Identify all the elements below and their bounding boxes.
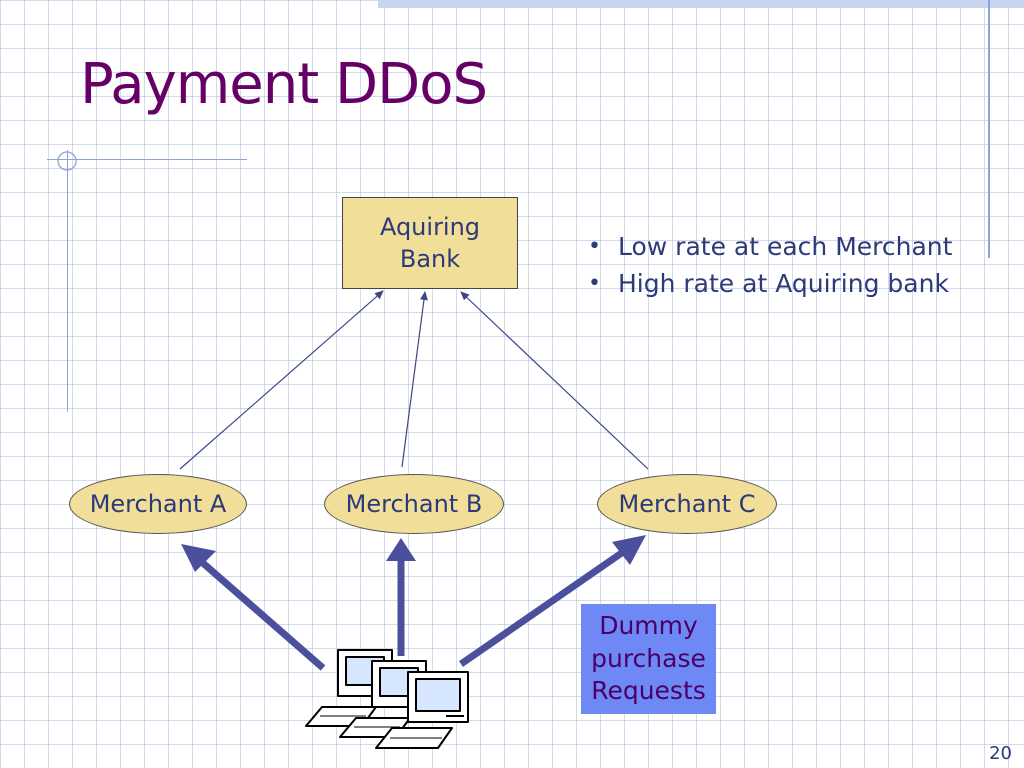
link-merchant-b-to-bank [401, 291, 428, 468]
bank-label-line1: Aquiring [379, 212, 481, 241]
bullet-dot-icon: • [588, 234, 601, 259]
merchant-b-label: Merchant B [345, 490, 483, 518]
merchant-a-label: Merchant A [89, 490, 227, 518]
dummy-requests-label-box: Dummy purchase Requests [581, 604, 716, 714]
merchant-a-node: Merchant A [69, 474, 247, 534]
networked-computers-icon [305, 649, 469, 749]
request-arrow-b-head [386, 538, 416, 561]
decorative-top-band [378, 0, 1024, 8]
computer-front [375, 671, 469, 749]
request-arrow-c-shaft [459, 547, 628, 667]
merchant-b-node: Merchant B [324, 474, 504, 534]
request-arrow-a-shaft [193, 554, 326, 671]
bullet-text: High rate at Aquiring bank [618, 269, 949, 298]
merchant-c-label: Merchant C [618, 490, 756, 518]
merchant-c-node: Merchant C [597, 474, 777, 534]
link-merchant-c-to-bank [460, 291, 649, 470]
bullet-item: • Low rate at each Merchant [588, 232, 952, 261]
acquiring-bank-node: Aquiring Bank [342, 197, 518, 289]
bullet-list: • Low rate at each Merchant • High rate … [588, 232, 952, 306]
link-merchant-a-to-bank [179, 290, 384, 470]
page-number: 20 [989, 743, 1012, 764]
decorative-crosshair-circle [57, 151, 77, 171]
request-arrow-c-head [612, 535, 646, 565]
slide-title: Payment DDoS [80, 52, 488, 117]
decorative-left-line [67, 150, 68, 412]
bullet-item: • High rate at Aquiring bank [588, 269, 952, 298]
dummy-label-line1: Dummy [599, 611, 698, 641]
bullet-text: Low rate at each Merchant [618, 232, 953, 261]
decorative-right-line [988, 0, 990, 258]
bullet-dot-icon: • [588, 271, 601, 296]
bank-label-line2: Bank [399, 245, 461, 273]
dummy-label-line2: purchase [591, 643, 706, 673]
dummy-label-line3: Requests [591, 676, 706, 706]
decorative-title-underline [47, 159, 247, 160]
request-arrow-a-head [181, 544, 216, 572]
